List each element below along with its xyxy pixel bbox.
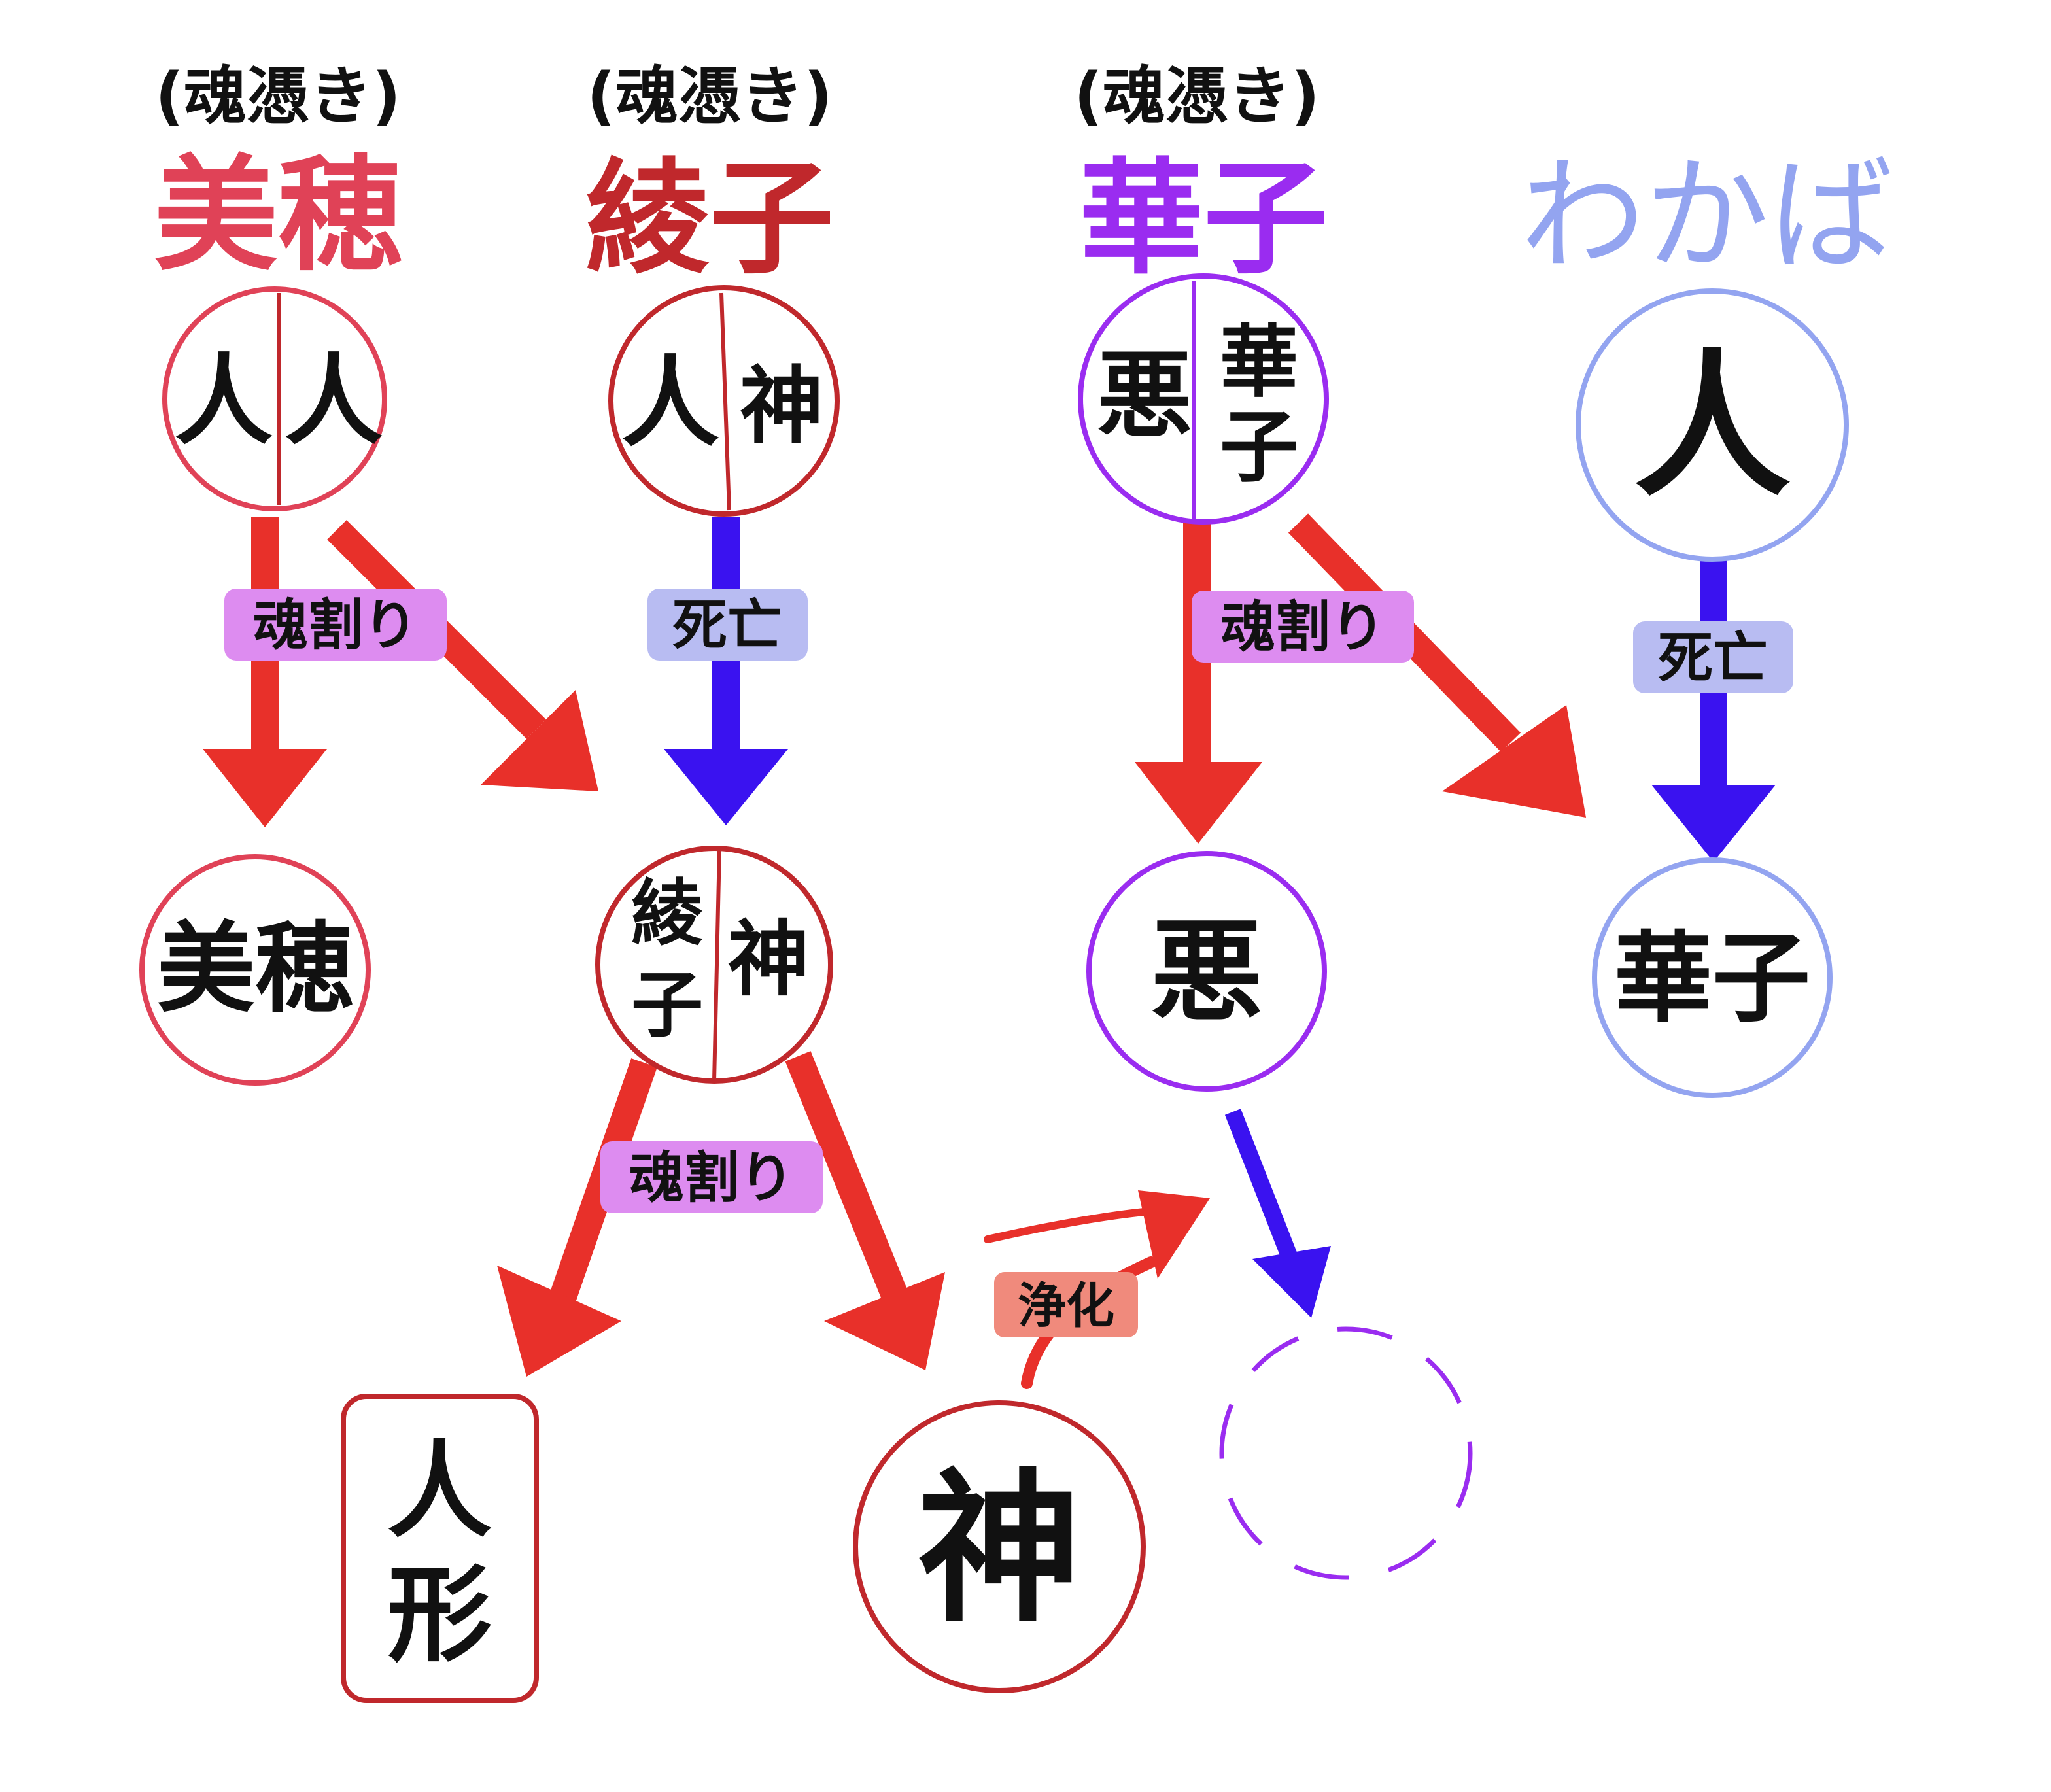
header-hanako-name: 華子 <box>1079 146 1328 291</box>
node-hanako-mid: 悪 <box>1086 851 1327 1092</box>
node-wakaba-top: 人 <box>1576 288 1849 562</box>
node-ayako-mid-left-upper: 綾 <box>631 872 703 956</box>
node-miho-top-right: 人 <box>284 345 383 458</box>
header-hanako: (魂憑き) 華子 <box>1074 60 1328 291</box>
label-purify-text: 浄化 <box>1018 1278 1114 1334</box>
node-hanako-top-left: 悪 <box>1097 341 1192 451</box>
node-miho-top: 人 人 <box>162 286 387 511</box>
node-doll-lower: 形 <box>387 1554 492 1676</box>
label-soul-split-miho-text: 魂割り <box>253 593 418 657</box>
node-doll: 人 形 <box>341 1394 539 1703</box>
arrow-ayako-death-head <box>664 749 788 825</box>
arrow-miho-split-diagonal-head <box>481 690 598 791</box>
header-ayako-subtitle: (魂憑き) <box>587 60 833 133</box>
arrow-ayako-split-to-god-head <box>824 1272 945 1370</box>
node-wakaba-mid-text: 華子 <box>1614 922 1810 1036</box>
node-ayako-top: 人 神 <box>608 285 840 517</box>
label-soul-split-miho: 魂割り <box>224 589 447 661</box>
node-ayako-mid-left-lower: 子 <box>631 963 703 1047</box>
node-vanished <box>1219 1326 1473 1580</box>
header-ayako: (魂憑き) 綾子 <box>585 60 834 291</box>
node-ayako-mid-right: 神 <box>728 912 810 1007</box>
header-wakaba-name: わかば <box>1521 143 1893 288</box>
header-ayako-name: 綾子 <box>585 146 834 291</box>
header-miho: (魂憑き) 美穂 <box>154 60 402 288</box>
label-soul-split-hanako-text: 魂割り <box>1220 595 1385 659</box>
node-hanako-mid-text: 悪 <box>1151 908 1262 1037</box>
label-death-wakaba-text: 死亡 <box>1658 626 1768 690</box>
arrow-wakaba-death-head <box>1651 785 1776 862</box>
node-god-text: 神 <box>918 1454 1081 1644</box>
label-purify: 浄化 <box>994 1272 1138 1337</box>
node-god: 神 <box>853 1400 1146 1693</box>
arrow-hanako-split-diagonal-head <box>1442 705 1586 818</box>
node-miho-mid-text: 美穂 <box>157 912 353 1026</box>
arrow-purify-head <box>1138 1190 1210 1279</box>
header-miho-subtitle: (魂憑き) <box>155 60 401 133</box>
node-miho-mid: 美穂 <box>139 854 371 1086</box>
header-hanako-subtitle: (魂憑き) <box>1074 60 1320 133</box>
arrow-miho-split-down-head <box>203 749 327 827</box>
node-doll-upper: 人 <box>387 1430 492 1552</box>
arrow-ayako-split-to-doll-head <box>497 1266 621 1377</box>
label-soul-split-hanako: 魂割り <box>1192 591 1414 663</box>
label-soul-split-ayako: 魂割り <box>600 1141 823 1213</box>
node-wakaba-top-text: 人 <box>1634 335 1791 518</box>
node-hanako-top-right-upper: 華 <box>1220 317 1298 408</box>
node-ayako-top-right: 神 <box>740 358 823 455</box>
label-death-ayako: 死亡 <box>647 589 808 661</box>
arrow-evil-vanish-head <box>1252 1246 1331 1318</box>
arrow-hanako-split-down-head <box>1135 762 1262 844</box>
node-miho-top-left: 人 <box>175 345 273 458</box>
label-death-wakaba: 死亡 <box>1633 621 1793 693</box>
header-wakaba: わかば <box>1521 143 1893 288</box>
label-soul-split-ayako-text: 魂割り <box>629 1146 794 1210</box>
label-death-ayako-text: 死亡 <box>672 593 782 657</box>
node-ayako-mid: 綾 子 神 <box>595 846 833 1084</box>
arrow-evil-vanish <box>1224 1109 1300 1266</box>
node-hanako-top-right-lower: 子 <box>1220 402 1298 493</box>
header-miho-name: 美穂 <box>154 143 402 288</box>
node-wakaba-mid: 華子 <box>1592 857 1833 1098</box>
node-hanako-top: 悪 華 子 <box>1078 273 1329 525</box>
arrow-ayako-split-to-god <box>785 1051 909 1303</box>
node-ayako-top-left: 人 <box>621 347 719 460</box>
